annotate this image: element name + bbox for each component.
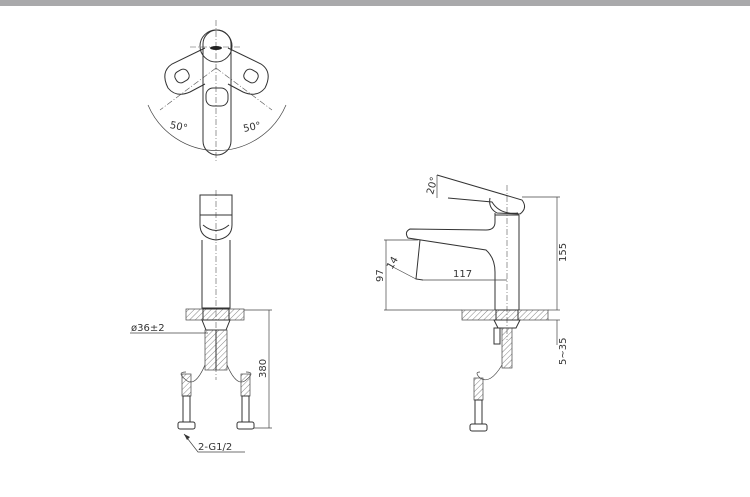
- angle-left-label: 50°: [169, 120, 189, 134]
- deck-thickness-label: 5~35: [558, 338, 569, 365]
- diameter-label: ø36±2: [131, 323, 165, 334]
- top-view: 50° 50°: [147, 20, 287, 162]
- hose-length-label: 380: [258, 359, 269, 378]
- spout-angle-label: 14: [385, 255, 401, 272]
- top-bar: [0, 0, 750, 6]
- height-label: 155: [558, 243, 569, 262]
- thread-label: 2-G1/2: [198, 442, 232, 453]
- spout-height-label: 97: [375, 269, 386, 282]
- side-view: 20° 155 5~35 97 117 14: [375, 174, 569, 432]
- spout-reach-label: 117: [453, 269, 472, 280]
- lever-angle-label: 20°: [425, 176, 440, 196]
- front-view: ø36±2 380 2-G1/2: [130, 190, 272, 453]
- angle-right-label: 50°: [242, 120, 262, 134]
